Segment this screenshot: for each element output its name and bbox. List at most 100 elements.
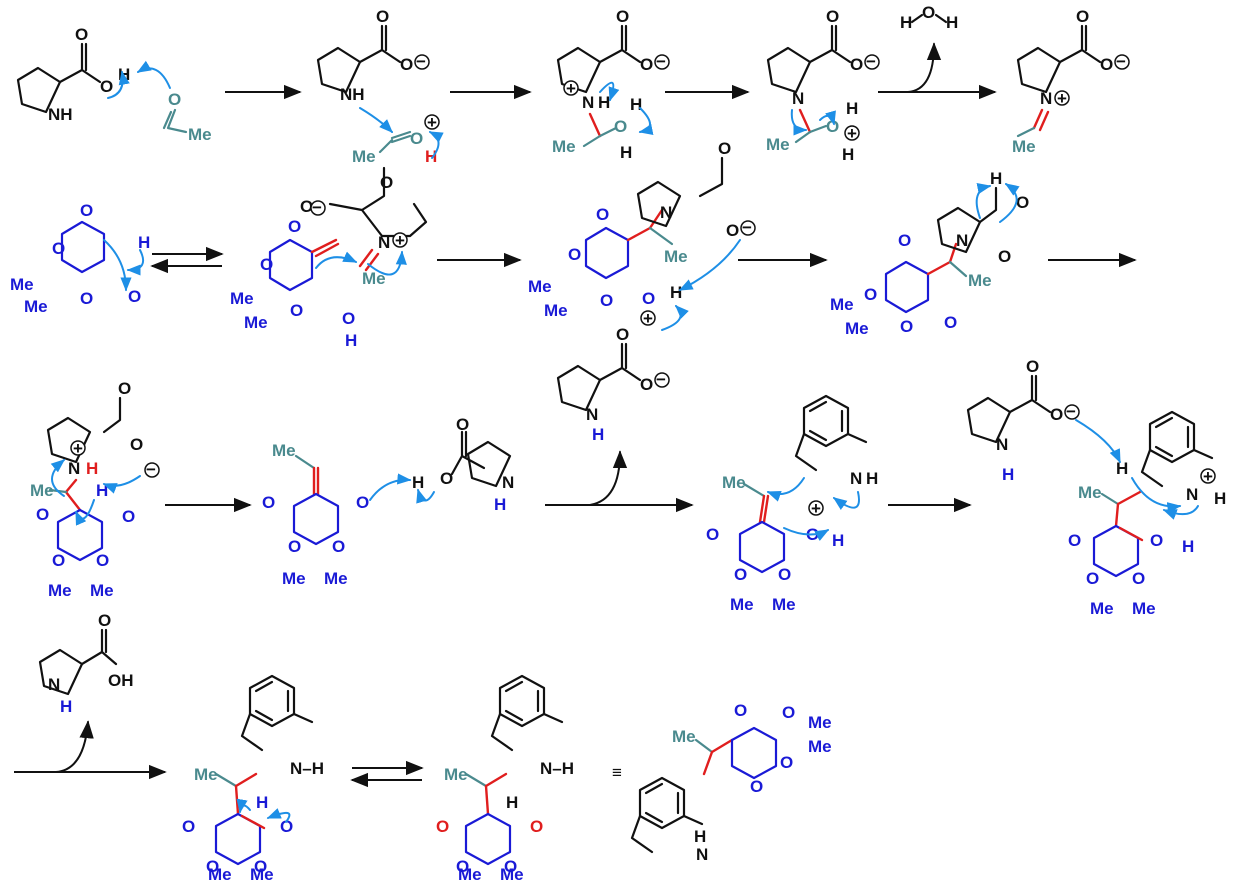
atom-o: O [826,7,839,26]
equivalence-sign: ≡ [612,763,622,782]
atom-me: Me [500,865,524,884]
minus-charge-icon [864,54,880,70]
atom-h: H [866,469,878,488]
atom-o: O [128,287,141,306]
atom-o: O [1150,531,1163,550]
atom-o: O [568,245,581,264]
atom-nh: NH [340,85,365,104]
atom-me: Me [244,313,268,332]
curved-electron-arrow [75,499,95,526]
atom-o: O [640,375,653,394]
atom-o: O [100,77,113,96]
atom-o: O [750,777,763,796]
charge-minus: − [416,52,426,71]
atom-me: Me [194,765,218,784]
charge-minus: − [656,52,666,71]
final-product: H N Me O O O O Me Me [630,701,832,864]
atom-h: H [846,99,858,118]
atom-o: O [280,817,293,836]
curved-electron-arrow [819,110,836,126]
atom-h: H [990,169,1002,188]
atom-h: H [425,147,437,166]
atom-o: O [260,255,273,274]
curved-electron-arrow [236,798,251,814]
atom-h: H [86,459,98,478]
atom-me: Me [672,727,696,746]
atom-me: Me [24,297,48,316]
enol-plus-iminium: O O O O H Me Me O O − N + Me [230,166,428,350]
curved-electron-arrow [1131,477,1182,514]
atom-o: O [36,505,49,524]
atom-o: O [734,565,747,584]
plus-charge-icon [640,310,656,326]
equilibrium-arrow [350,760,424,788]
atom-h: H [345,331,357,350]
charge-minus: − [146,460,156,479]
alkylidene-meldrums: Me O O O O Me Me [262,441,412,588]
atom-h: H [60,697,72,716]
atom-h: H [1002,465,1014,484]
charge-minus: − [656,370,666,389]
atom-me: Me [830,295,854,314]
curved-electron-arrow [766,477,805,502]
atom-o: O [436,817,449,836]
atom-oh: OH [108,671,134,690]
atom-h: H [494,495,506,514]
atom-o: O [410,129,423,148]
atom-nh: N–H [540,759,574,778]
atom-o: O [1076,7,1089,26]
atom-o: O [530,817,543,836]
plus-charge-icon [844,125,860,141]
atom-n: N [502,473,514,492]
meldrums-acid: O O O O Me Me H [10,201,150,316]
atom-n: N [582,93,594,112]
atom-me: Me [282,569,306,588]
atom-o: O [614,117,627,136]
atom-o: O [706,525,719,544]
atom-me: Me [90,581,114,600]
atom-o: O [182,817,195,836]
atom-me: Me [362,269,386,288]
charge-minus: − [866,52,876,71]
atom-o: O [288,537,301,556]
atom-me: Me [230,289,254,308]
atom-o: O [300,197,313,216]
atom-o: O [1068,531,1081,550]
atom-me: Me [250,865,274,884]
proline-acid: O O H NH [16,25,130,124]
atom-me: Me [1132,599,1156,618]
atom-o: O [80,201,93,220]
retro-mannich-intermediate: + N H O O − H Me O O O O Me Me [30,379,160,600]
atom-o: O [456,857,469,876]
atom-me: Me [10,275,34,294]
curved-electron-arrow [999,183,1020,223]
atom-h: H [118,65,130,84]
atom-h: H [620,143,632,162]
atom-me: Me [188,125,212,144]
plus-charge-icon [563,80,579,96]
plus-charge-icon [1054,90,1070,106]
atom-me: Me [352,147,376,166]
atom-o: O [1100,55,1113,74]
curved-electron-arrow [102,475,141,494]
curved-electron-arrow [678,239,741,291]
equilibrium-arrow [150,246,224,274]
atom-h: H [138,233,150,252]
minus-charge-icon [1064,404,1080,420]
atom-n: N [68,459,80,478]
row-2-mannich-addition: O O O O Me Me H O O O O H Me Me O O [10,139,1137,350]
charge-minus: − [1116,52,1126,71]
atom-n: N [1186,485,1198,504]
atom-me: Me [808,713,832,732]
atom-h: H [946,13,958,32]
atom-me: Me [324,569,348,588]
curved-electron-arrow [369,473,412,501]
plus-charge-icon [1200,468,1216,484]
atom-n: N [956,231,968,250]
diketo-product: N–H Me H O O O O Me Me [436,674,574,884]
curved-electron-arrow [107,70,130,99]
atom-me: Me [1090,599,1114,618]
atom-o: O [782,703,795,722]
curved-electron-arrow [50,459,66,497]
proline-carboxylate: O O − NH Me O + H [316,7,444,166]
